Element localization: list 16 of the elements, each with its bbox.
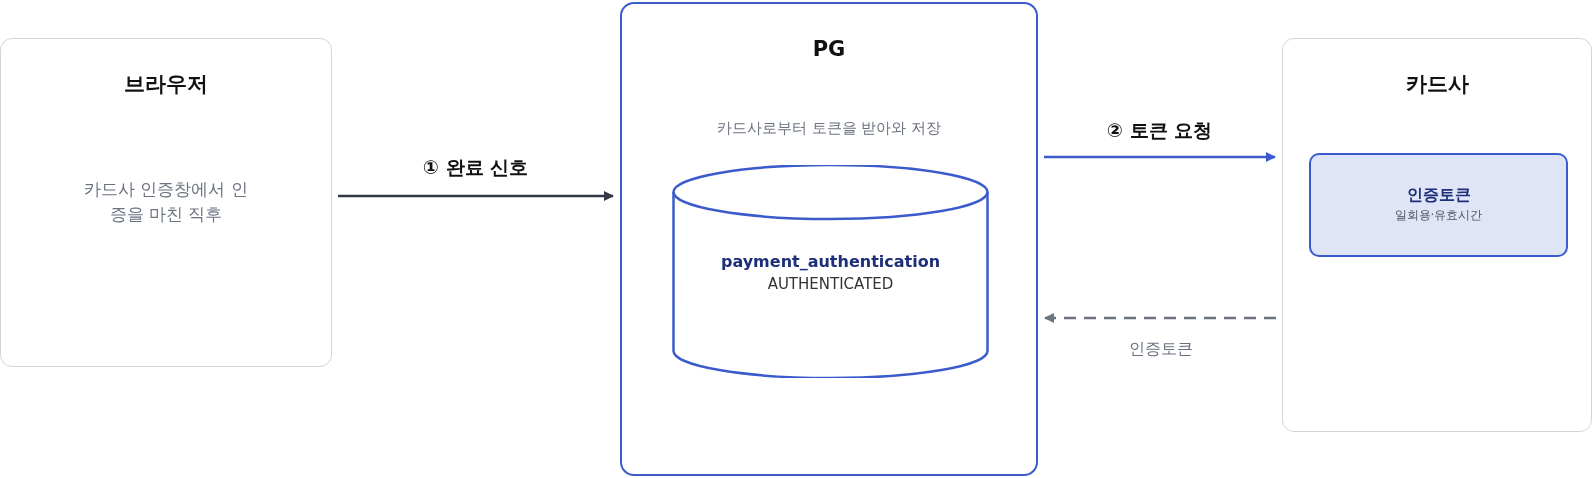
token-title: 인증토큰: [1405, 184, 1472, 206]
system-box: [1282, 38, 1592, 432]
box-title: PG: [811, 36, 847, 63]
system-box: [620, 2, 1038, 476]
box-title: 카드사: [1404, 71, 1470, 98]
box-description: 카드사로부터 토큰을 받아와 저장: [715, 118, 943, 139]
box-title: 브라우저: [123, 71, 209, 98]
arrow: [338, 191, 614, 201]
arrow: [1044, 152, 1276, 162]
token-detail: 일회용·유효시간: [1393, 207, 1484, 224]
arrow: [1044, 313, 1276, 323]
token-box: [1309, 153, 1568, 257]
box-description: 카드사 인증창에서 인증을 마친 직후: [83, 178, 249, 226]
status-value: AUTHENTICATED: [766, 274, 895, 295]
system-box: [0, 38, 332, 367]
table-name: payment_authentication: [719, 251, 942, 273]
